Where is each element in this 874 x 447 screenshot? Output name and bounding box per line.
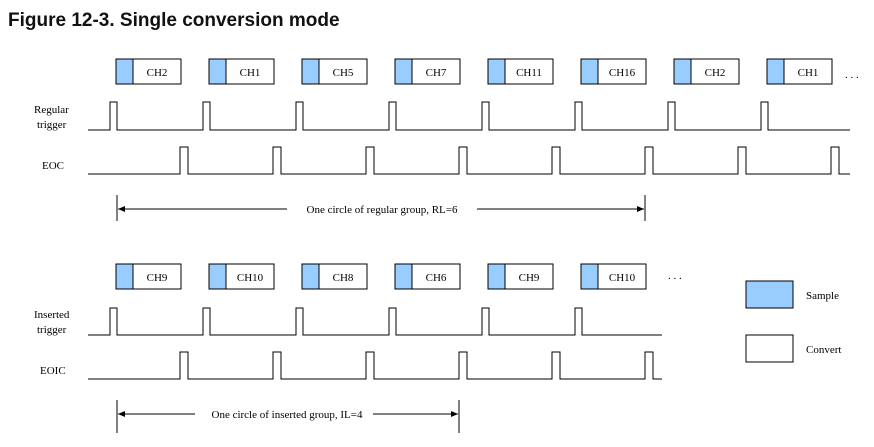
inserted-channel-box: CH10: [208, 263, 275, 290]
inserted-sample-phase: [208, 263, 227, 290]
regular-convert-phase: [132, 58, 182, 85]
regular-channel-label: CH2: [705, 67, 726, 79]
legend-sample-label: Sample: [806, 290, 839, 302]
regular-channel-box: CH5: [301, 58, 368, 85]
inserted-channel-sequence: CH9 CH10 CH8 CH6 CH9 CH10: [115, 263, 647, 290]
legend-sample-swatch: [745, 280, 794, 309]
inserted-convert-phase: [132, 263, 182, 290]
regular-sample-phase: [115, 58, 134, 85]
inserted-sample-phase: [394, 263, 413, 290]
eoic-label: EOIC: [40, 365, 66, 377]
regular-convert-phase: [411, 58, 461, 85]
regular-channel-sequence: CH2 CH1 CH5 CH7 CH11 CH16 CH2 CH1: [115, 58, 833, 85]
regular-convert-phase: [597, 58, 647, 85]
regular-channel-label: CH1: [798, 67, 819, 79]
inserted-channel-label: CH9: [147, 272, 168, 284]
inserted-convert-phase: [504, 263, 554, 290]
inserted-sample-phase: [580, 263, 599, 290]
eoc-waveform: [88, 146, 850, 175]
regular-sample-phase: [766, 58, 785, 85]
inserted-sample-phase: [487, 263, 506, 290]
regular-channel-label: CH11: [516, 67, 542, 79]
regular-sample-phase: [673, 58, 692, 85]
regular-sample-phase: [394, 58, 413, 85]
regular-convert-phase: [504, 58, 554, 85]
eoc-label: EOC: [42, 160, 64, 172]
inserted-span-label: One circle of inserted group, IL=4: [212, 409, 363, 421]
legend-convert-label: Convert: [806, 344, 841, 356]
regular-channel-box: CH1: [208, 58, 275, 85]
regular-convert-phase: [690, 58, 740, 85]
regular-channel-label: CH7: [426, 67, 447, 79]
inserted-trigger-waveform: [88, 307, 662, 336]
regular-trigger-label-line1: Regular: [34, 104, 69, 116]
regular-sample-phase: [301, 58, 320, 85]
inserted-ellipsis: . . .: [668, 270, 682, 282]
regular-sample-phase: [487, 58, 506, 85]
inserted-channel-label: CH10: [237, 272, 264, 284]
regular-channel-box: CH1: [766, 58, 833, 85]
inserted-channel-label: CH10: [609, 272, 636, 284]
inserted-trigger-label-line2: trigger: [37, 324, 67, 336]
regular-channel-label: CH16: [609, 67, 636, 79]
inserted-trigger-label-line1: Inserted: [34, 309, 70, 321]
regular-channel-label: CH1: [240, 67, 261, 79]
inserted-channel-label: CH6: [426, 272, 447, 284]
regular-trigger-waveform: [88, 101, 850, 131]
inserted-channel-box: CH9: [115, 263, 182, 290]
inserted-sample-phase: [115, 263, 134, 290]
legend-convert-swatch: [745, 334, 794, 363]
regular-channel-label: CH5: [333, 67, 354, 79]
figure-title: Figure 12-3. Single conversion mode: [8, 10, 340, 31]
inserted-span-arrow: [116, 400, 460, 433]
eoic-waveform: [88, 351, 662, 380]
regular-sample-phase: [580, 58, 599, 85]
regular-span-arrow: [116, 195, 646, 221]
inserted-convert-phase: [597, 263, 647, 290]
regular-channel-label: CH2: [147, 67, 168, 79]
inserted-channel-box: CH8: [301, 263, 368, 290]
inserted-channel-box: CH9: [487, 263, 554, 290]
regular-span-label: One circle of regular group, RL=6: [307, 204, 458, 216]
regular-channel-box: CH2: [115, 58, 182, 85]
regular-channel-box: CH16: [580, 58, 647, 85]
regular-trigger-label-line2: trigger: [37, 119, 67, 131]
regular-convert-phase: [783, 58, 833, 85]
inserted-channel-label: CH9: [519, 272, 540, 284]
regular-ellipsis: . . .: [845, 69, 859, 81]
regular-convert-phase: [225, 58, 275, 85]
regular-channel-box: CH7: [394, 58, 461, 85]
inserted-channel-box: CH6: [394, 263, 461, 290]
regular-channel-box: CH11: [487, 58, 554, 85]
regular-channel-box: CH2: [673, 58, 740, 85]
regular-sample-phase: [208, 58, 227, 85]
inserted-channel-label: CH8: [333, 272, 354, 284]
inserted-channel-box: CH10: [580, 263, 647, 290]
inserted-convert-phase: [318, 263, 368, 290]
inserted-sample-phase: [301, 263, 320, 290]
inserted-convert-phase: [411, 263, 461, 290]
